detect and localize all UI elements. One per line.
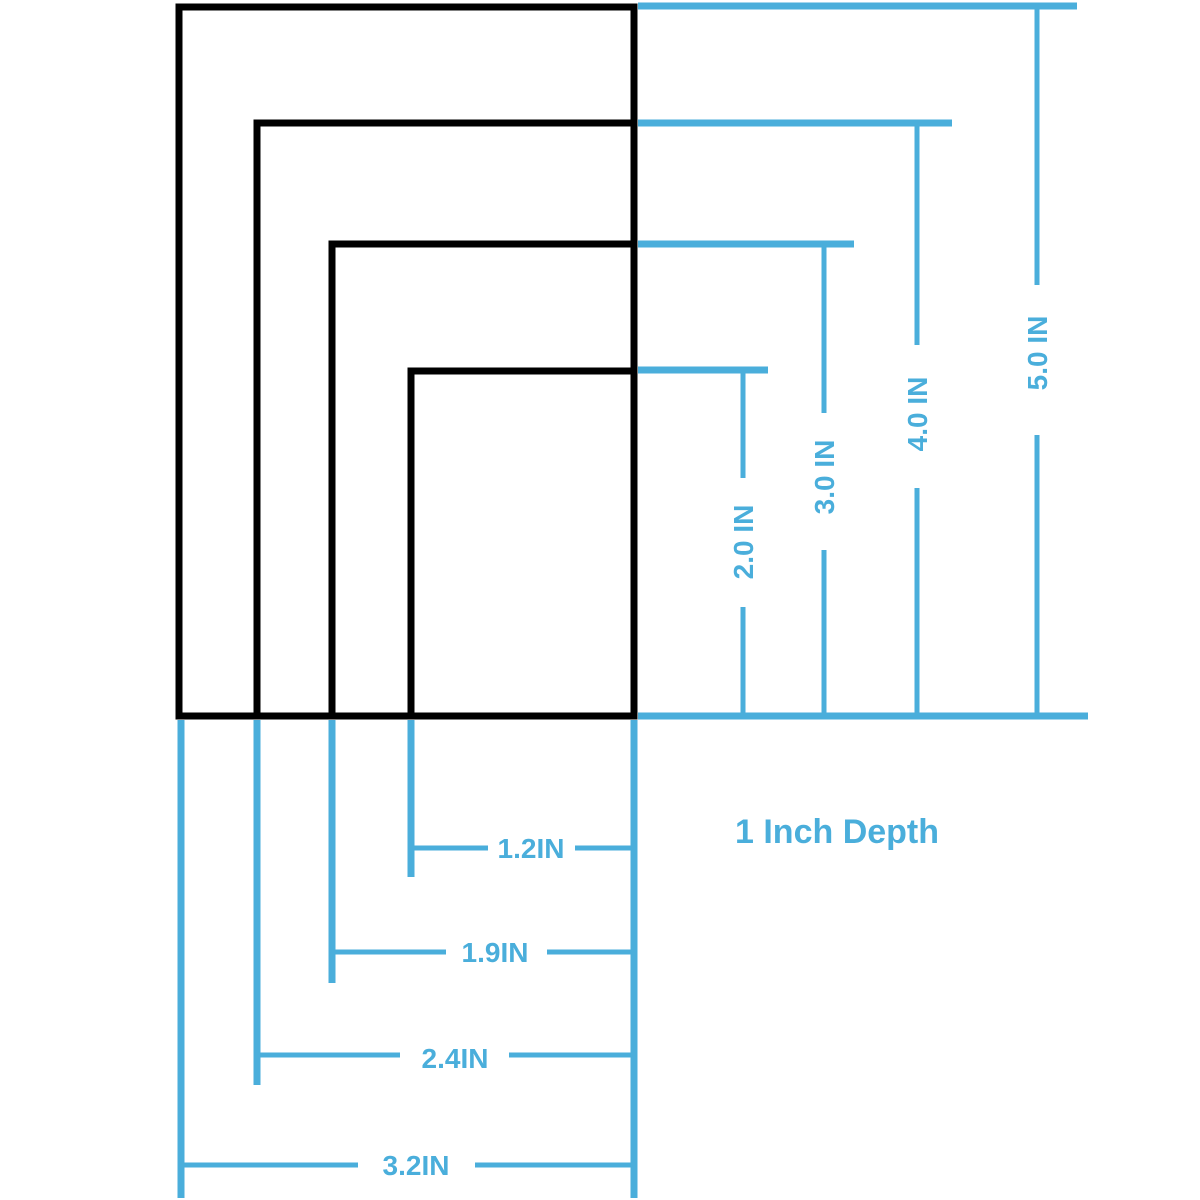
height-dimension-4: 4.0 IN [638, 119, 952, 716]
bracket-outline-medium-large [253, 119, 634, 716]
height-label: 2.0 IN [728, 505, 759, 580]
width-dimension-1-9: 1.9IN [328, 720, 634, 983]
depth-note: 1 Inch Depth [735, 813, 939, 851]
height-dimensions: 5.0 IN 4.0 IN 3.0 IN 2.0 IN [638, 2, 1088, 720]
width-dimension-2-4: 2.4IN [253, 720, 634, 1085]
width-label: 2.4IN [422, 1043, 489, 1074]
bracket-outline-small [407, 367, 634, 716]
width-label: 1.2IN [498, 833, 565, 864]
bracket-outline-medium [328, 240, 634, 716]
height-dimension-5: 5.0 IN [638, 2, 1077, 716]
width-label: 1.9IN [462, 937, 529, 968]
bracket-outline-large [175, 3, 638, 720]
width-dimensions: 1.2IN 1.9IN 2.4IN 3.2IN [177, 720, 638, 1198]
height-label: 3.0 IN [809, 440, 840, 515]
width-dimension-1-2: 1.2IN [407, 720, 634, 877]
bracket-outlines [175, 3, 638, 720]
width-dimension-3-2: 3.2IN [177, 720, 634, 1198]
width-label: 3.2IN [383, 1150, 450, 1181]
height-label: 5.0 IN [1022, 316, 1053, 391]
height-dimension-3: 3.0 IN [638, 240, 854, 716]
height-label: 4.0 IN [902, 377, 933, 452]
height-dimension-2: 2.0 IN [638, 366, 768, 716]
